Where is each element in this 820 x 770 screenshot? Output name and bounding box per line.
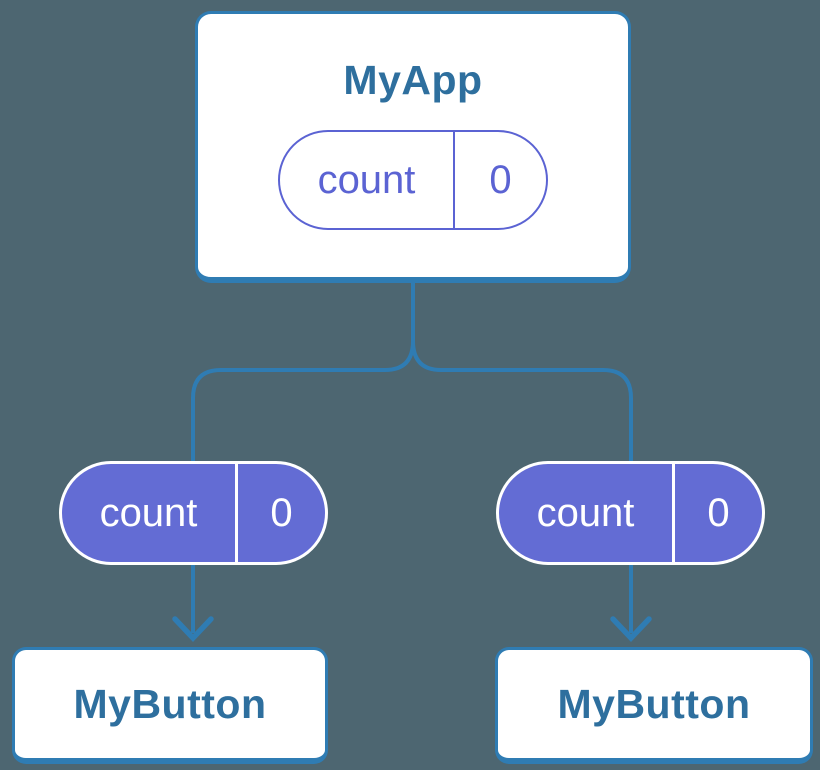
root-state-pill-name: count (317, 157, 416, 202)
edge-root-to-right-child (411, 281, 633, 633)
root-component-label: MyApp (343, 57, 483, 103)
root-component-card: MyApp count 0 (195, 11, 631, 283)
left-edge-state-pill-name: count (99, 490, 198, 535)
edge-root-to-left-child (191, 281, 415, 633)
left-child-component-card: MyButton (12, 647, 328, 764)
right-child-component-label: MyButton (557, 680, 751, 727)
root-state-pill-value: 0 (453, 132, 546, 228)
right-edge-state-pill-name: count (536, 490, 635, 535)
root-state-pill: count 0 (278, 130, 548, 230)
right-edge-state-pill-value: 0 (672, 464, 762, 562)
arrow-down-left-icon (172, 616, 214, 642)
right-child-component-card: MyButton (495, 647, 813, 764)
left-child-component-label: MyButton (73, 680, 267, 727)
right-edge-state-pill: count 0 (496, 461, 765, 565)
left-edge-state-pill-value: 0 (235, 464, 325, 562)
left-edge-state-pill: count 0 (59, 461, 328, 565)
arrow-down-right-icon (610, 616, 652, 642)
